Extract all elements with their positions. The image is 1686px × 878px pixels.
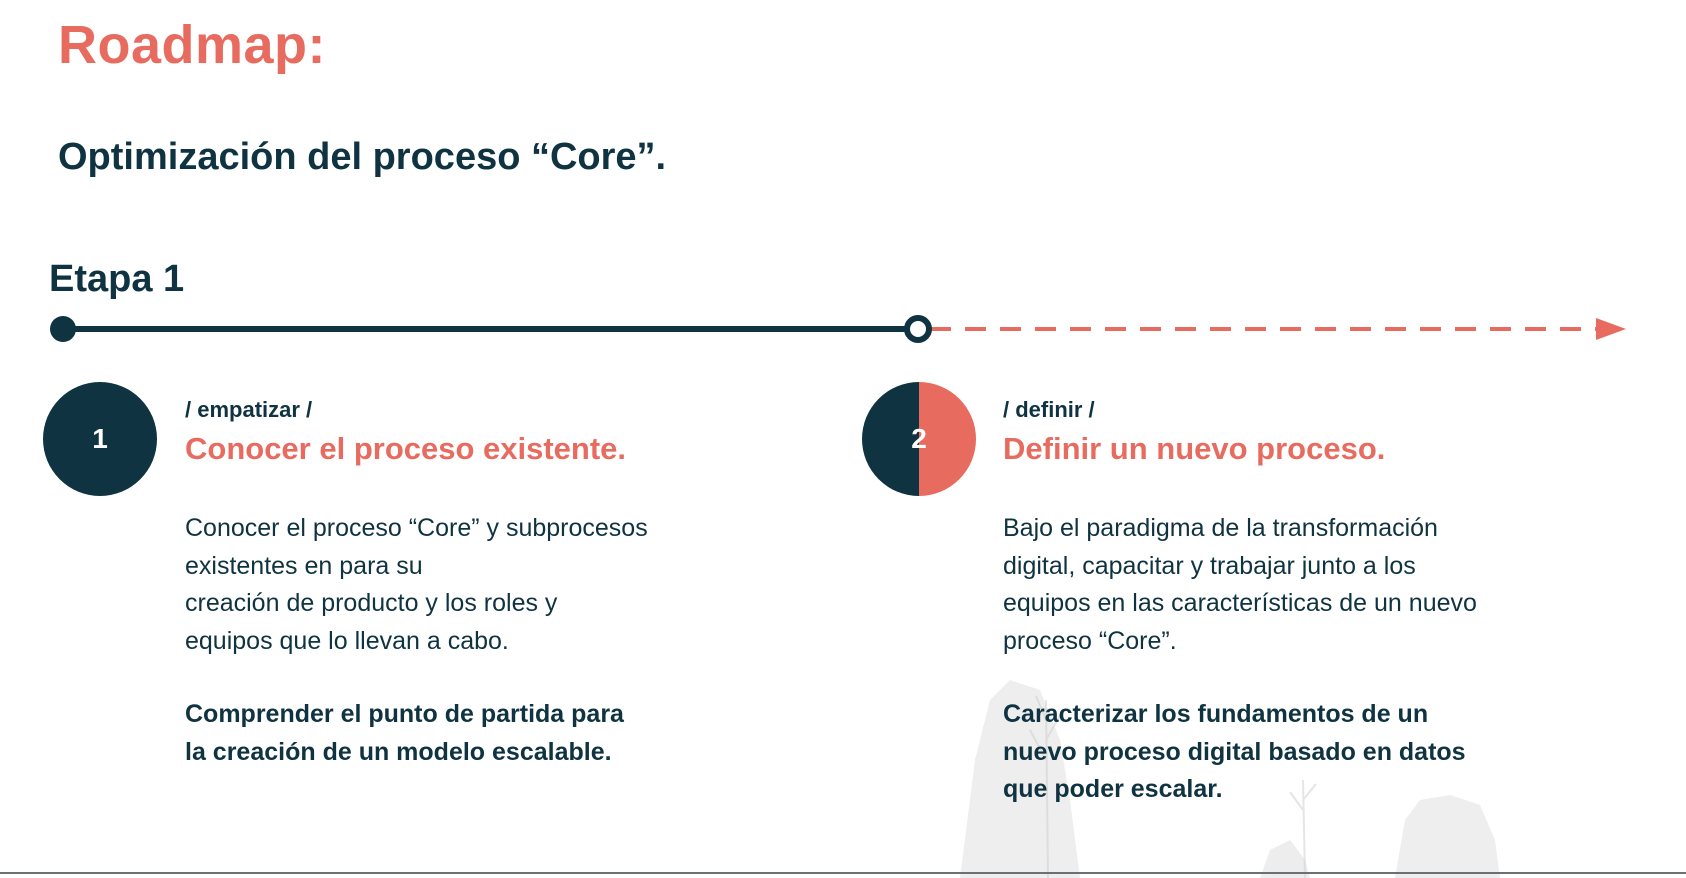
step-2-number: 2 <box>911 423 927 454</box>
page-title: Roadmap: <box>58 15 327 75</box>
timeline-start-dot <box>50 316 76 342</box>
step-1-column: / empatizar / Conocer el proceso existen… <box>185 396 745 771</box>
step-2-column: / definir / Definir un nuevo proceso. Ba… <box>1003 396 1563 809</box>
bottom-divider <box>0 872 1686 874</box>
timeline-arrowhead <box>1596 318 1626 340</box>
step-1-description: Conocer el proceso “Core” y subprocesos … <box>185 514 648 655</box>
roadmap-timeline <box>50 315 1626 343</box>
step-2-phase: / definir / <box>1003 397 1095 422</box>
timeline-current-marker <box>904 315 932 343</box>
step-1-number: 1 <box>92 423 108 454</box>
step-1-phase: / empatizar / <box>185 397 313 422</box>
stage-label: Etapa 1 <box>49 258 185 300</box>
step-2-description: Bajo el paradigma de la transformación d… <box>1003 514 1477 655</box>
step-1-goal: Comprender el punto de partida para la c… <box>185 700 624 766</box>
step-1-heading: Conocer el proceso existente. <box>185 431 627 466</box>
step-2-goal: Caracterizar los fundamentos de un nuevo… <box>1003 700 1466 803</box>
step-1-number-badge: 1 <box>43 382 157 496</box>
step-2-number-badge: 2 <box>862 382 976 496</box>
page-subtitle: Optimización del proceso “Core”. <box>58 136 667 178</box>
step-2-heading: Definir un nuevo proceso. <box>1003 431 1386 466</box>
